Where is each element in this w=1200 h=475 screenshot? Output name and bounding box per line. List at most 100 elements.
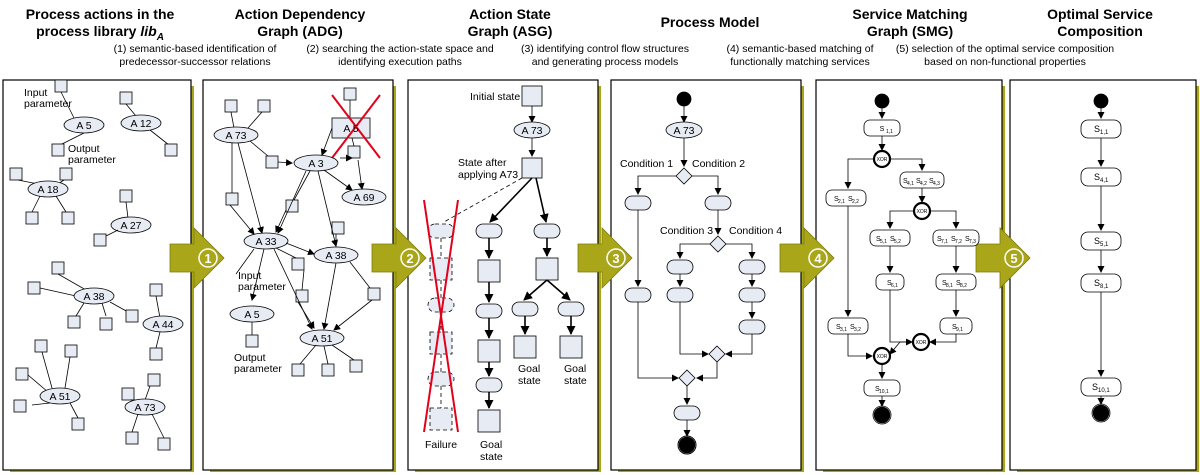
step-arrow-3: 3	[577, 227, 633, 289]
svg-text:3,2: 3,2	[854, 327, 861, 333]
svg-text:Failure: Failure	[425, 439, 457, 451]
panel4-process-model	[624, 91, 766, 455]
panel2-title: Action Dependency Graph (ADG)	[234, 6, 366, 39]
step-number: 3	[612, 251, 619, 266]
svg-text:Input: Input	[238, 270, 261, 282]
step-arrow-1: 1	[169, 227, 225, 289]
action-label: A 44	[152, 319, 173, 331]
svg-text:Condition 4: Condition 4	[729, 225, 782, 237]
svg-text:S: S	[876, 236, 881, 243]
svg-text:S: S	[875, 386, 880, 393]
svg-text:S: S	[1094, 172, 1100, 182]
action-label: A 27	[120, 220, 141, 232]
svg-text:S: S	[848, 196, 853, 203]
svg-text:S: S	[1094, 124, 1100, 134]
svg-text:S: S	[1094, 236, 1100, 246]
svg-text:4,1: 4,1	[1100, 178, 1109, 184]
panel1-labels: Input parameter Output parameter A 5 A 1…	[24, 87, 174, 414]
svg-text:A 73: A 73	[521, 125, 542, 137]
action-label: A 5	[343, 123, 358, 135]
svg-text:S: S	[890, 236, 895, 243]
panel5-title: Service Matching Graph (SMG)	[852, 6, 968, 39]
panel3-asg	[423, 85, 585, 433]
svg-text:5,1: 5,1	[1100, 242, 1109, 248]
action-label: A 51	[311, 333, 332, 345]
panel6-title: Optimal Service Composition	[1047, 6, 1153, 39]
svg-text:8,1: 8,1	[1100, 284, 1109, 290]
svg-text:Output: Output	[234, 352, 266, 364]
panel1-title: Process actions in the process library l…	[25, 6, 175, 43]
panel6-optimal-composition	[1080, 93, 1122, 423]
action-label: A 69	[353, 192, 374, 204]
step-number: 4	[814, 251, 822, 266]
svg-text:Goal: Goal	[518, 363, 540, 375]
svg-text:S: S	[937, 236, 942, 243]
svg-text:1,1: 1,1	[1100, 130, 1109, 136]
svg-text:9,1: 9,1	[956, 327, 963, 333]
svg-text:state: state	[518, 375, 541, 387]
svg-text:parameter: parameter	[234, 363, 282, 375]
svg-text:applying A73: applying A73	[458, 169, 518, 181]
svg-text:5,1: 5,1	[880, 239, 887, 245]
svg-text:S: S	[1094, 278, 1100, 288]
panel5-smg	[825, 93, 980, 425]
step-number: 5	[1010, 251, 1017, 266]
svg-text:state: state	[564, 375, 587, 387]
svg-text:1,1: 1,1	[886, 129, 893, 135]
svg-text:Condition 3: Condition 3	[660, 225, 713, 237]
step5-description: (5) selection of the optimal service com…	[895, 43, 1115, 68]
svg-text:S: S	[951, 236, 956, 243]
step-arrow-5: 5	[975, 227, 1031, 289]
svg-text:Condition 2: Condition 2	[692, 158, 745, 170]
panel4-title: Process Model	[660, 14, 760, 30]
svg-text:XOR: XOR	[917, 209, 928, 215]
svg-text:5,2: 5,2	[894, 239, 901, 245]
panel-frames	[2, 79, 1199, 472]
panel1-process-library	[9, 79, 184, 451]
svg-text:XOR: XOR	[877, 354, 888, 360]
step-arrow-4: 4	[779, 227, 835, 289]
parameter-node	[51, 143, 65, 157]
panel4-labels: A 73 Condition 1 Condition 2 Condition 3…	[620, 125, 782, 237]
svg-text:10,1: 10,1	[1098, 388, 1110, 394]
action-label: A 5	[76, 120, 91, 132]
svg-text:State after: State after	[458, 157, 507, 169]
svg-text:7,2: 7,2	[955, 239, 962, 245]
svg-text:2,1: 2,1	[838, 199, 845, 205]
action-label: A 38	[325, 250, 346, 262]
action-label: A 3	[308, 158, 323, 170]
svg-text:Goal: Goal	[564, 363, 586, 375]
action-label: A 38	[83, 291, 104, 303]
svg-text:S: S	[903, 178, 908, 185]
action-label: A 18	[37, 184, 58, 196]
svg-text:S: S	[965, 236, 970, 243]
svg-text:Output: Output	[68, 143, 100, 155]
svg-text:Condition 1: Condition 1	[620, 158, 673, 170]
action-label: A 73	[134, 402, 155, 414]
svg-text:4,2: 4,2	[920, 181, 927, 187]
svg-text:A 73: A 73	[673, 125, 694, 137]
svg-text:S: S	[887, 280, 892, 287]
svg-text:Initial state: Initial state	[470, 91, 520, 103]
panel2-labels: A 73 A 5 A 3 A 69 A 33 A 38 A 51 A 5 Inp…	[225, 123, 374, 375]
svg-text:7,1: 7,1	[941, 239, 948, 245]
svg-text:S: S	[850, 324, 855, 331]
svg-text:XOR: XOR	[916, 340, 927, 346]
action-label: A 5	[244, 309, 259, 321]
svg-text:S: S	[956, 280, 961, 287]
svg-text:10,1: 10,1	[879, 389, 889, 395]
svg-text:parameter: parameter	[68, 154, 116, 166]
svg-text:8,2: 8,2	[960, 283, 967, 289]
svg-text:S: S	[952, 324, 957, 331]
step2-description: (2) searching the action-state space and…	[306, 43, 494, 68]
svg-text:S: S	[929, 178, 934, 185]
svg-text:4,3: 4,3	[933, 181, 940, 187]
action-label: A 33	[255, 236, 276, 248]
svg-text:state: state	[480, 451, 503, 463]
svg-text:XOR: XOR	[877, 157, 888, 163]
